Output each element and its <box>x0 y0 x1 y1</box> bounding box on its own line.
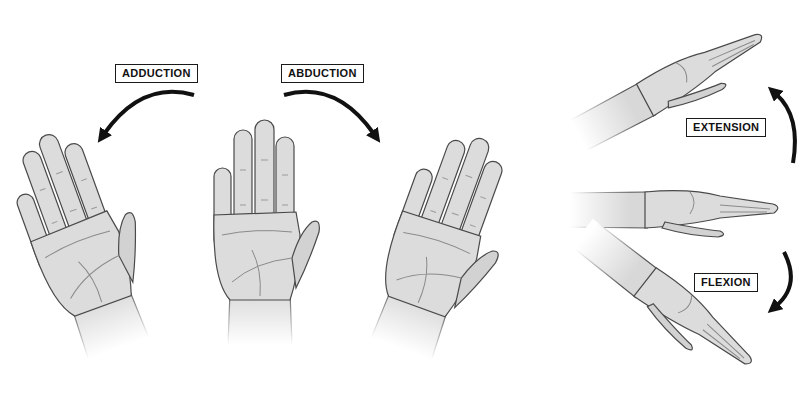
label-box: EXTENSION <box>686 118 766 137</box>
label-box: ADDUCTION <box>115 64 198 83</box>
motion-arrow <box>776 252 791 306</box>
neutral-hand <box>214 120 320 345</box>
motion-label: ABDUCTION <box>288 67 357 80</box>
flexed-hand <box>565 218 761 386</box>
motion-arrow <box>104 92 194 134</box>
adducted-hand <box>0 116 174 364</box>
motion-label: FLEXION <box>701 276 751 289</box>
abducted-hand <box>358 122 534 370</box>
motion-label: ADDUCTION <box>122 67 191 80</box>
label-box: ABDUCTION <box>281 64 364 83</box>
motion-label: EXTENSION <box>693 121 759 134</box>
extended-hand <box>565 21 775 162</box>
motion-arrow <box>284 92 374 134</box>
motion-arrow <box>776 94 795 163</box>
label-box: FLEXION <box>694 273 758 292</box>
